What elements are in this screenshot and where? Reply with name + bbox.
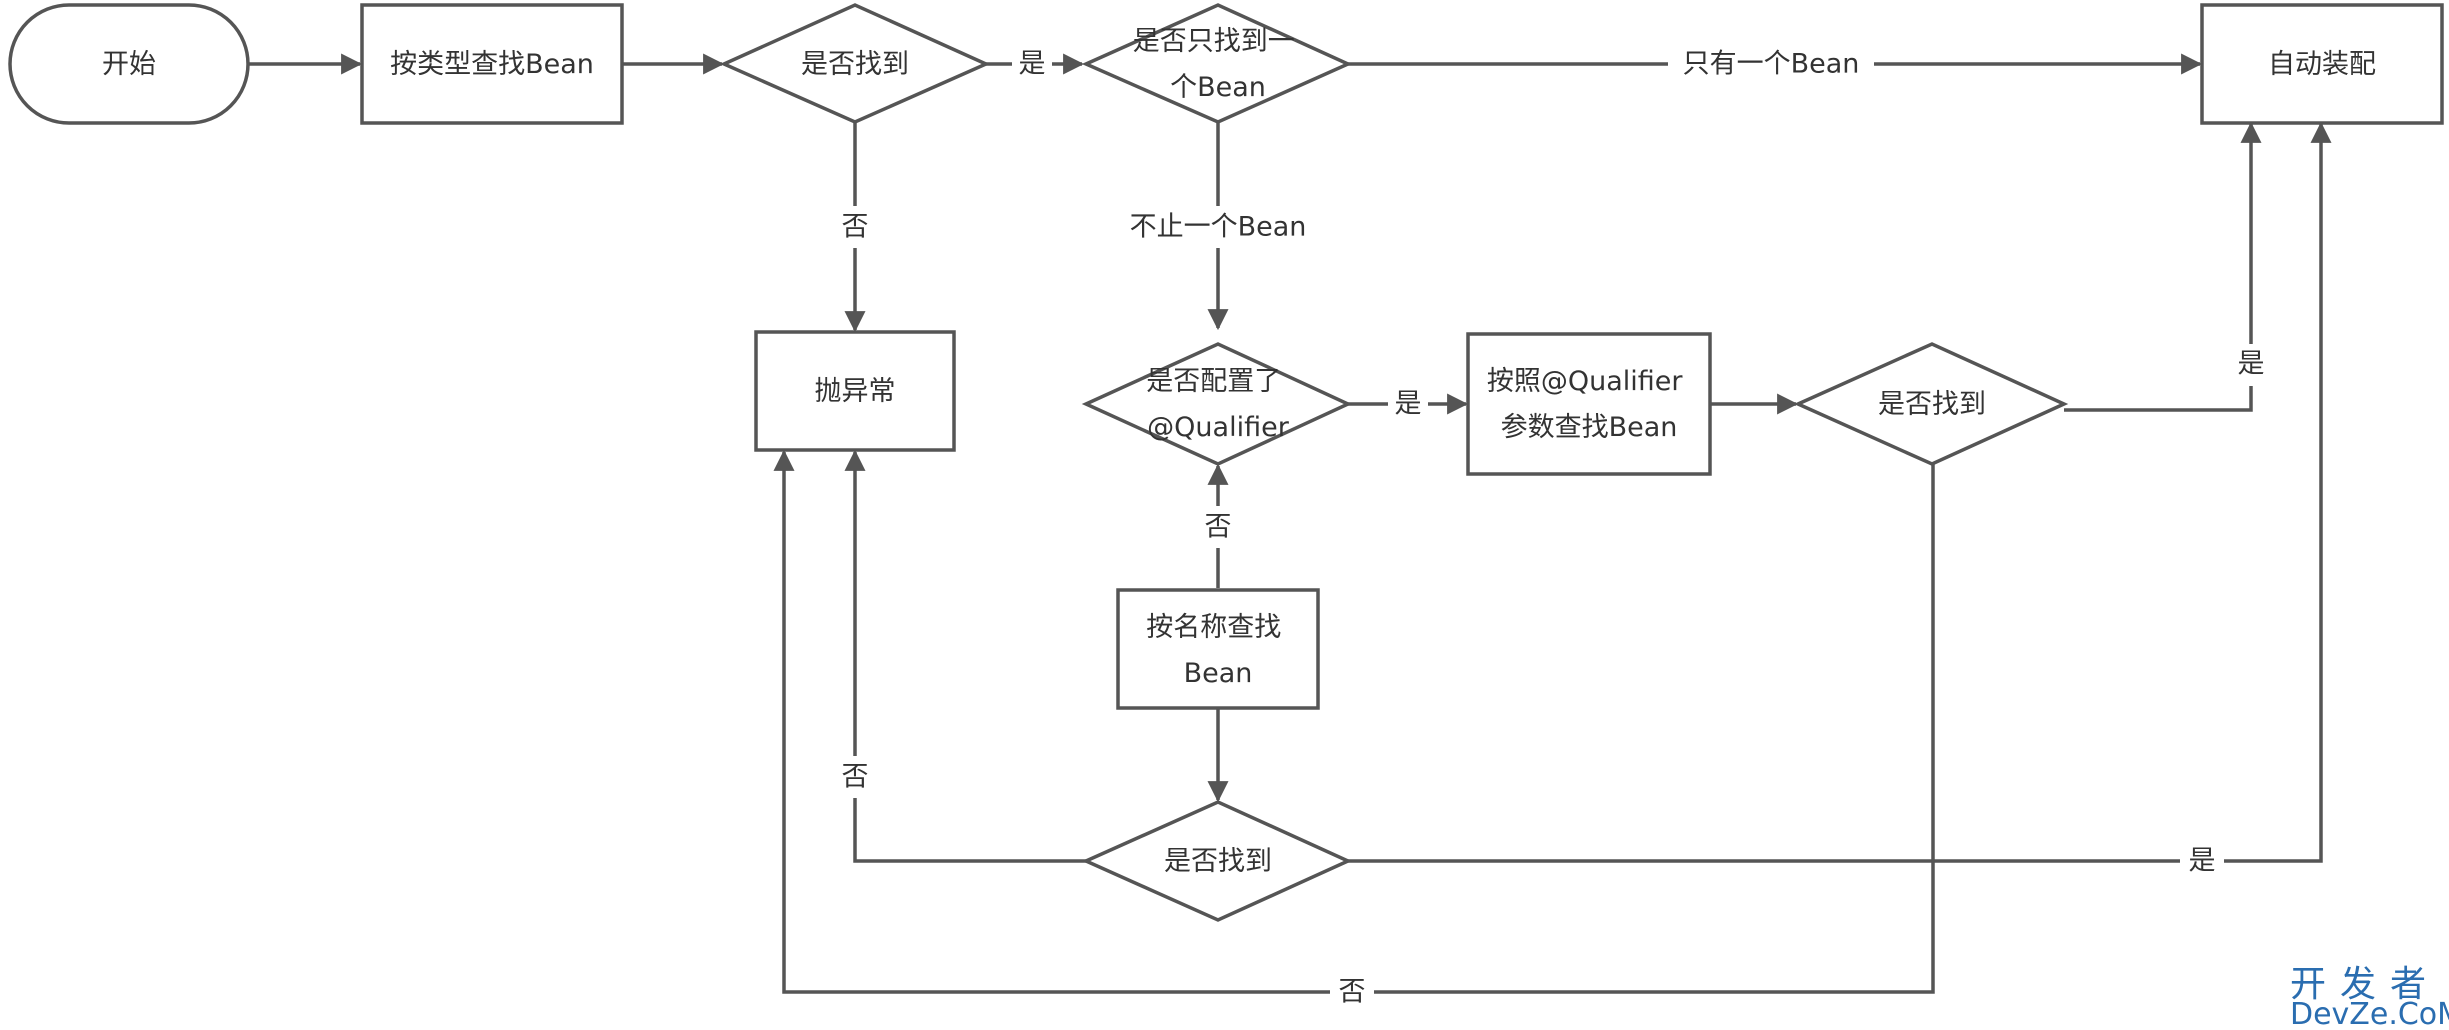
node-find-by-type xyxy=(360,3,624,125)
edge-label-found2-no: 否 xyxy=(1339,977,1366,1008)
node-found-q2 xyxy=(1793,342,2069,466)
watermark-en: DevZe.CoM xyxy=(2290,997,2449,1030)
node-autowire-label: 自动装配 xyxy=(2268,49,2376,80)
node-qualifier-q-line2: @Qualifier xyxy=(1147,412,1290,443)
label-bg-qualifier-yes xyxy=(1388,386,1428,422)
node-only-one-q-label: 是否只找到一 个Bean xyxy=(1133,26,1304,103)
edge-found-q3-no xyxy=(844,449,1086,863)
node-throw-exception-label: 抛异常 xyxy=(815,376,896,407)
label-bg-found1-yes xyxy=(1012,46,1052,82)
edge-label-only-one: 只有一个Bean xyxy=(1683,49,1860,80)
node-find-by-name xyxy=(1116,588,1320,710)
edge-label-found1-no: 否 xyxy=(842,212,869,243)
edge-label-qualifier-yes: 是 xyxy=(1395,389,1422,420)
node-find-by-qualifier xyxy=(1466,332,1712,476)
node-find-by-qualifier-line2: 参数查找Bean xyxy=(1501,412,1678,443)
node-found-q3-label: 是否找到 xyxy=(1164,846,1272,877)
edge-label-found2-yes: 是 xyxy=(2238,349,2265,380)
node-found-q2-label: 是否找到 xyxy=(1878,389,1986,420)
node-qualifier-q xyxy=(1081,342,1353,466)
node-found-q3 xyxy=(1081,800,1353,922)
label-bg-found2-yes xyxy=(2229,344,2273,386)
edge-found-q2-no xyxy=(773,449,1935,994)
node-only-one-q-line1: 是否只找到一 xyxy=(1133,26,1295,57)
edge-label-found3-no: 否 xyxy=(842,762,869,793)
node-qualifier-q-label: 是否配置了 @Qualifier xyxy=(1146,366,1290,443)
edge-label-found1-yes: 是 xyxy=(1019,49,1046,80)
node-throw-exception xyxy=(754,330,956,452)
node-find-by-name-label: 按名称查找 Bean xyxy=(1146,612,1290,689)
label-bg-found2-no xyxy=(1330,974,1374,1010)
label-bg-found3-yes xyxy=(2180,843,2224,879)
node-start xyxy=(8,3,250,125)
edge-label-qualifier-no: 否 xyxy=(1205,512,1232,543)
node-find-by-qualifier-label: 按照@Qualifier 参数查找Bean xyxy=(1487,366,1691,443)
label-bg-found1-no xyxy=(833,206,877,248)
node-only-one-q-line2: 个Bean xyxy=(1170,72,1266,103)
node-find-by-type-label: 按类型查找Bean xyxy=(390,49,594,80)
node-find-by-name-line1: 按名称查找 xyxy=(1146,612,1281,643)
watermark-cn: 开发者 xyxy=(2290,964,2440,1005)
node-find-by-qualifier-line1: 按照@Qualifier xyxy=(1487,366,1684,397)
label-bg-qualifier-no xyxy=(1196,506,1240,548)
node-qualifier-q-line1: 是否配置了 xyxy=(1146,366,1281,397)
label-bg-more-than-one xyxy=(1124,206,1312,248)
node-only-one-q xyxy=(1081,3,1353,124)
edge-found-q3-yes xyxy=(1348,121,2332,863)
edge-found-q2-yes xyxy=(2064,121,2262,412)
edge-label-more-than-one: 不止一个Bean xyxy=(1130,212,1307,243)
node-autowire xyxy=(2200,3,2444,125)
label-bg-only-one xyxy=(1668,44,1874,84)
node-start-label: 开始 xyxy=(102,49,156,80)
edge-label-found3-yes: 是 xyxy=(2189,846,2216,877)
node-find-by-name-line2: Bean xyxy=(1184,658,1253,689)
node-found-q1-label: 是否找到 xyxy=(801,49,909,80)
label-bg-found3-no xyxy=(833,756,877,798)
node-found-q1 xyxy=(719,3,991,124)
